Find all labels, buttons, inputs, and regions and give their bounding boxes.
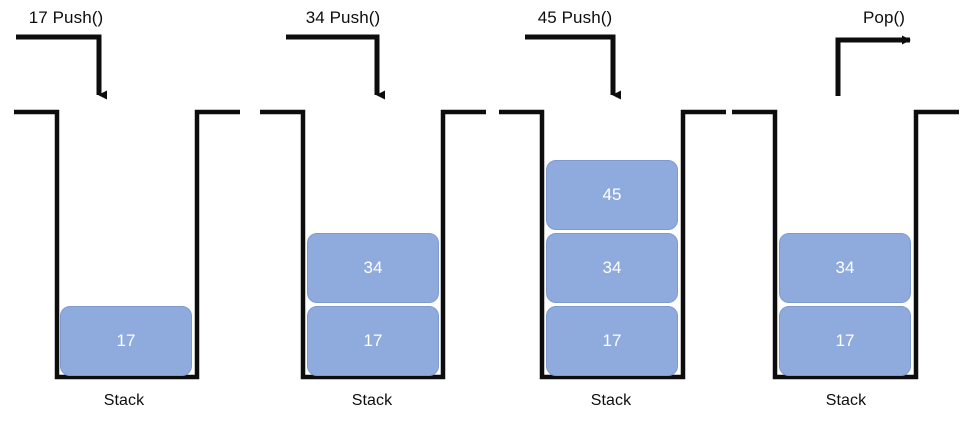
- stack-container-3: [499, 109, 726, 380]
- stack-cell: 45: [546, 160, 678, 230]
- operation-label-2: 34 Push(): [305, 8, 381, 27]
- push-arrow-3: [525, 34, 621, 100]
- stack-cell: 34: [307, 233, 439, 303]
- stack-caption-3: Stack: [590, 392, 632, 409]
- stack-cell: 34: [546, 233, 678, 303]
- push-arrow-1: [16, 34, 107, 100]
- stack-caption-4: Stack: [825, 392, 867, 409]
- stack-container-4: [732, 109, 959, 380]
- stack-cell: 17: [546, 306, 678, 376]
- stack-cell: 17: [60, 306, 192, 376]
- pop-arrow-4: [835, 35, 911, 96]
- operation-label-3: 45 Push(): [537, 8, 613, 27]
- stack-container-1: [14, 109, 240, 380]
- stack-cell: 34: [779, 233, 911, 303]
- stack-caption-2: Stack: [351, 392, 393, 409]
- stack-container-2: [260, 109, 486, 380]
- operation-label-4: Pop(): [862, 8, 906, 27]
- stack-cell: 17: [779, 306, 911, 376]
- operation-label-1: 17 Push(): [28, 8, 104, 27]
- push-arrow-2: [286, 34, 385, 100]
- stack-caption-1: Stack: [103, 392, 145, 409]
- stack-cell: 17: [307, 306, 439, 376]
